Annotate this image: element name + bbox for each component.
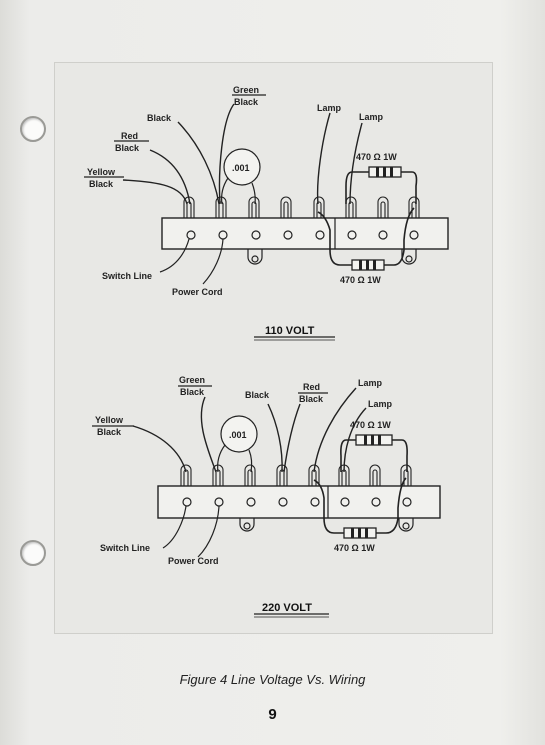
- lug-220-8: [400, 464, 412, 486]
- wire-110-yellow: [122, 179, 188, 205]
- wire-110-green: [218, 103, 235, 205]
- wire-220-black: [267, 403, 283, 473]
- label-220-red: Red: [303, 382, 320, 392]
- mounting-tab-220-left: [239, 518, 255, 532]
- label-110-green: Green: [233, 85, 259, 95]
- label-110-lamp2: Lamp: [359, 112, 384, 122]
- capacitor-220: [220, 415, 258, 453]
- label-110-black-top: Black: [234, 97, 259, 107]
- label-220-yellow-black: Black: [97, 427, 122, 437]
- title-220-volt: 220 VOLT: [262, 602, 312, 614]
- lug-110-4: [280, 196, 292, 218]
- page-number: 9: [268, 706, 277, 723]
- pointer-110-power-cord: [202, 238, 224, 285]
- label-220-green-black: Black: [180, 387, 205, 397]
- figure-caption: Figure 4 Line Voltage Vs. Wiring: [179, 672, 366, 687]
- label-220-green: Green: [179, 375, 205, 385]
- lug-110-8: [408, 196, 420, 218]
- pointer-110-switch-line: [159, 238, 190, 273]
- wire-110-black: [177, 121, 220, 205]
- label-110-resistor-top: 470 Ω 1W: [356, 152, 397, 162]
- diagram-panel: [54, 62, 493, 634]
- label-220-red-black: Black: [299, 394, 324, 404]
- resistor-110-top-leads: [345, 171, 418, 204]
- pointer-220-power-cord: [197, 505, 220, 558]
- lug-110-7: [377, 196, 389, 218]
- lug-110-5: [313, 196, 325, 218]
- wire-220-lamp1: [313, 387, 357, 473]
- capacitor-lead-220-right: [248, 449, 253, 473]
- label-110-red-black: Black: [115, 143, 140, 153]
- label-110-resistor-bottom: 470 Ω 1W: [340, 275, 381, 285]
- binder-hole-top: [20, 116, 46, 142]
- capacitor-110: [223, 148, 261, 186]
- title-110-volt: 110 VOLT: [265, 325, 315, 337]
- lugs-220: [180, 464, 412, 486]
- label-110-black: Black: [147, 113, 172, 123]
- label-110-red: Red: [121, 131, 138, 141]
- lug-110-3: [248, 196, 260, 218]
- label-220-power-cord: Power Cord: [168, 556, 219, 566]
- resistor-110-bottom-leads: [317, 207, 415, 266]
- lug-220-1: [180, 464, 192, 486]
- terminal-strip-110: [161, 217, 449, 250]
- label-110-lamp1: Lamp: [317, 103, 342, 113]
- terminal-holes-220: [182, 497, 412, 507]
- diagram-220-volt: [92, 385, 441, 618]
- lug-220-3: [244, 464, 256, 486]
- labels-110: Green Black Black Red Black Yellow Black…: [87, 85, 397, 337]
- wire-110-red: [149, 149, 191, 205]
- capacitor-lead-220-left: [217, 444, 226, 473]
- label-220-resistor-top: 470 Ω 1W: [350, 420, 391, 430]
- label-110-yellow: Yellow: [87, 167, 116, 177]
- label-220-switch-line: Switch Line: [100, 543, 150, 553]
- label-110-power-cord: Power Cord: [172, 287, 223, 297]
- resistor-220-top-leads: [340, 439, 408, 472]
- lug-220-7: [369, 464, 381, 486]
- label-220-yellow: Yellow: [95, 415, 124, 425]
- diagram-110-volt: [84, 94, 449, 341]
- mounting-tab-220-right: [398, 518, 414, 532]
- wire-220-green: [200, 396, 217, 473]
- wire-110-lamp2: [349, 122, 363, 205]
- terminal-strip-220: [157, 485, 441, 519]
- label-220-resistor-bottom: 470 Ω 1W: [334, 543, 375, 553]
- label-220-black: Black: [245, 390, 270, 400]
- pointer-220-switch-line: [162, 505, 187, 549]
- label-220-lamp2: Lamp: [368, 399, 393, 409]
- lug-110-6: [345, 196, 357, 218]
- label-220-capacitor: .001: [229, 430, 247, 440]
- wire-220-lamp2: [343, 407, 367, 473]
- capacitor-lead-110-right: [251, 182, 256, 205]
- binder-hole-bottom: [20, 540, 46, 566]
- capacitor-lead-110-left: [221, 177, 229, 205]
- lugs-110: [183, 196, 420, 218]
- wire-220-red: [283, 403, 301, 473]
- lug-110-2: [215, 196, 227, 218]
- label-110-capacitor: .001: [232, 163, 250, 173]
- terminal-holes-110: [186, 230, 419, 240]
- label-110-switch-line: Switch Line: [102, 271, 152, 281]
- wire-220-yellow: [132, 425, 187, 473]
- resistor-220-bottom-leads: [313, 477, 407, 534]
- label-110-yellow-black: Black: [89, 179, 114, 189]
- wire-110-lamp1: [316, 112, 331, 205]
- labels-220: Green Black Black Red Black Yellow Black…: [95, 375, 393, 614]
- mounting-tab-110-left: [247, 249, 263, 265]
- label-220-lamp1: Lamp: [358, 378, 383, 388]
